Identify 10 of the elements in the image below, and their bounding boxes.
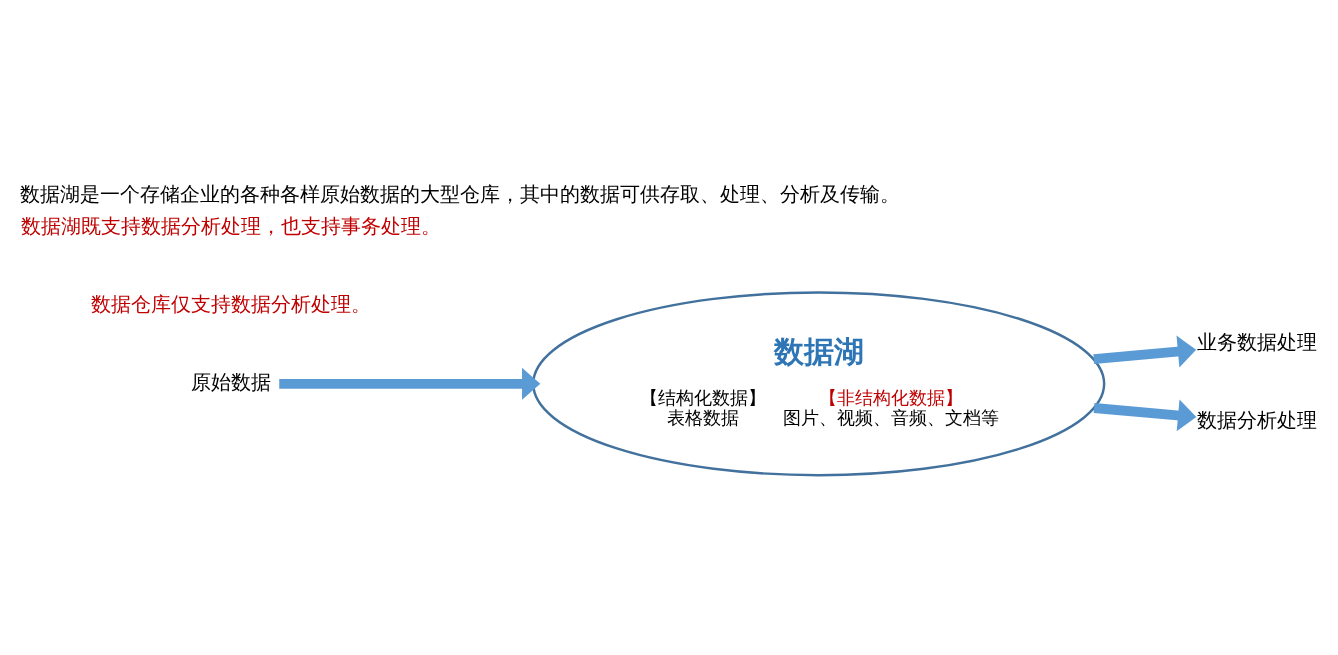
label: 数据仓库仅支持数据分析处理。 xyxy=(90,292,371,316)
node-text: 原始数据 xyxy=(190,370,271,394)
arrow xyxy=(279,367,541,400)
node-text: 业务数据处理 xyxy=(1196,330,1317,354)
diagram-title: 数据湖是一个存储企业的各种各样原始数据的大型仓库，其中的数据可供存取、处理、分析及传输。 xyxy=(20,182,901,206)
arrow xyxy=(1093,335,1197,367)
node-text: 数据分析处理 xyxy=(1196,408,1317,432)
label: 数据湖既支持数据分析处理，也支持事务处理。 xyxy=(20,214,441,238)
arrow xyxy=(1093,398,1197,431)
node-ellipse: 数据湖 【结构化数据】 表格数据 【非结构化数据】 图片、视频、音频、文档等 xyxy=(532,290,1106,476)
